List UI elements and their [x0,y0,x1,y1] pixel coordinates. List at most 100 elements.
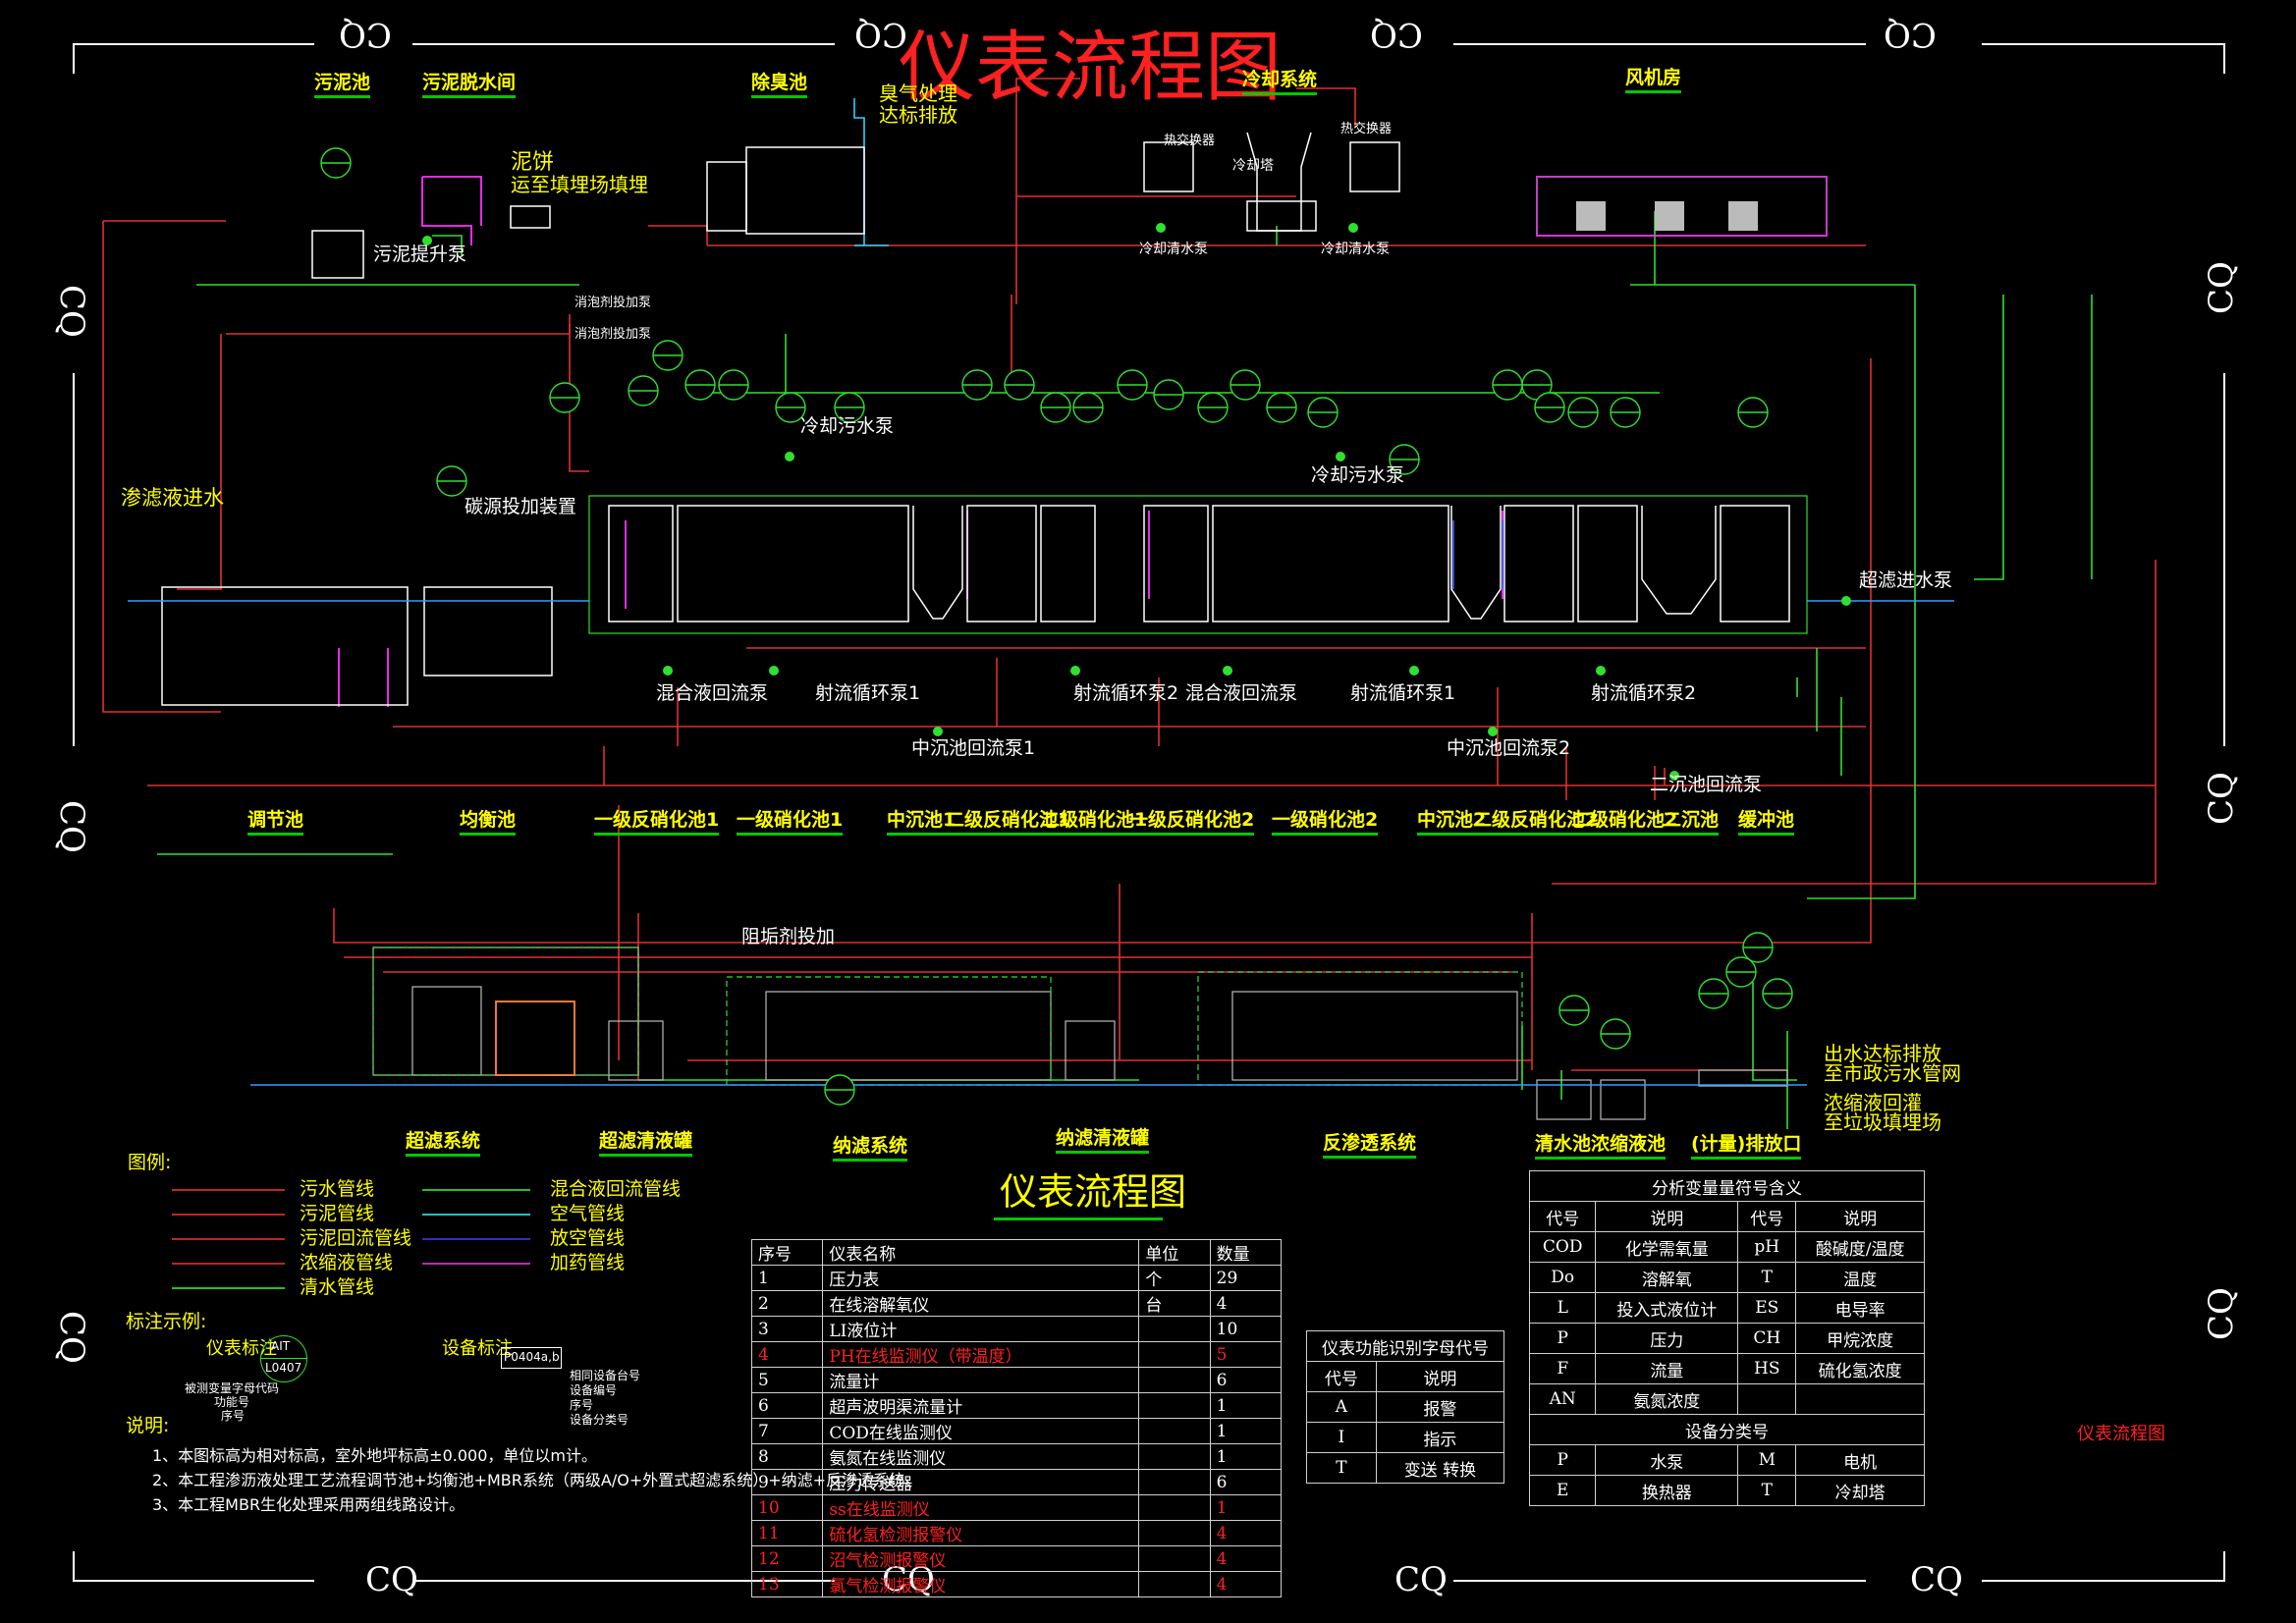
annotation-heat-exch1: 热交换器 [1164,134,1216,148]
variable-cell: 硫化氢浓度 [1795,1353,1925,1384]
inst-cell-unit [1138,1392,1211,1419]
variable-col-code-2: 代号 [1737,1201,1797,1232]
annotation-cool-sewage-pump2: 冷却污水泵 [1311,464,1405,486]
inst-col-qty: 数量 [1209,1239,1283,1266]
main-title: 仪表流程图 [899,24,1283,112]
legend-item-dosing: 加药管线 [550,1252,626,1273]
unit-label-uf-system: 超滤系统 [406,1132,480,1157]
function-col-desc: 说明 [1375,1361,1505,1392]
inst-cell-unit [1138,1494,1211,1521]
unit-label-secondary-settling: 二沉池 [1663,811,1719,836]
legend-note-heading: 标注示例: [126,1311,207,1332]
legend-inst-bubble: AIT L0407 [260,1335,307,1382]
annotation-deodor2: 达标排放 [879,103,957,127]
inst-cell-name: PH在线监测仪（带温度） [822,1341,1140,1368]
inst-cell-qty: 10 [1209,1316,1283,1342]
annotation-cool-tower: 冷却塔 [1232,158,1274,174]
variable-cell: F [1528,1353,1597,1384]
membrane-outline [372,947,1523,1086]
annotation-dosing2: 消泡剂投加泵 [574,327,652,342]
unit-label-denitrification-1: 一级反硝化池1 [594,811,719,836]
variable-cell: 电机 [1795,1444,1925,1476]
function-table-title: 仪表功能识别字母代号 [1306,1330,1504,1362]
cq-mark-left-3: CQ [52,1311,91,1364]
annotation-cool-water-pump1: 冷却清水泵 [1139,242,1208,257]
variable-cell: 氨氮浓度 [1595,1383,1739,1415]
unit-label-mid-settling-1: 中沉池1 [887,811,956,836]
legend-equip-tag: P0404a,b [504,1350,560,1364]
annotation-uf-pump: 超滤进水泵 [1859,569,1953,591]
inst-col-no: 序号 [750,1239,824,1266]
cq-mark-bottom-4: CQ [1910,1560,1963,1599]
variable-cell: ES [1737,1292,1797,1324]
cq-mark-bottom-1: CQ [365,1560,418,1599]
cq-mark-left-2: CQ [52,800,91,853]
legend-item-sewage: 污水管线 [300,1178,375,1200]
corner-label: 仪表流程图 [2077,1424,2165,1444]
inst-cell-no: 6 [750,1392,824,1419]
variable-col-desc-2: 说明 [1795,1201,1925,1232]
annotation-sec-return: 二沉池回流泵 [1650,774,1763,795]
vent-pipelines [1452,520,1503,589]
variable-cell: 换热器 [1595,1475,1739,1506]
inst-cell-qty: 1 [1209,1392,1283,1419]
unit-label-concentrate-tank: 浓缩液池 [1591,1135,1666,1160]
variable-cell: E [1528,1475,1597,1506]
annotation-sludge-pump: 污泥提升泵 [373,243,467,265]
variable-cell: 流量 [1595,1353,1739,1384]
inst-cell-qty: 4 [1209,1290,1283,1317]
annotation-leachate-in: 渗滤液进水 [121,486,224,510]
blower-room [1536,176,1828,236]
annotation-conc-return: 浓缩液回灌 [1824,1091,1922,1114]
legend-item-sludge: 污泥管线 [300,1203,375,1224]
legend-inst-note-3: 序号 [221,1409,246,1423]
annotation-jet-pump1: 射流循环泵1 [815,682,921,704]
label-deodor-tank: 除臭池 [751,74,807,98]
label-sludge-dewatering: 污泥脱水间 [422,74,516,98]
instrument-bubbles [320,147,1793,1106]
variable-cell: 压力 [1595,1323,1739,1354]
inst-cell-name: LI液位计 [822,1316,1140,1342]
equipment-class-title: 设备分类号 [1529,1414,1925,1445]
legend-item-air: 空气管线 [550,1203,626,1224]
unit-label-equalization-tank: 均衡池 [460,811,516,836]
inst-cell-no: 2 [750,1290,824,1317]
annotation-dosing1: 消泡剂投加泵 [574,296,652,310]
function-desc: 指示 [1375,1422,1505,1453]
air-pipelines [853,98,889,246]
inst-table-title-underline [994,1217,1163,1220]
variable-col-code: 代号 [1528,1201,1597,1232]
inst-cell-unit [1138,1316,1211,1342]
legend-inst-note-1: 被测变量字母代码 [185,1381,280,1395]
unit-label-ro-system: 反渗透系统 [1323,1134,1416,1159]
variable-cell: pH [1737,1231,1797,1263]
sludge-tank [161,146,865,706]
unit-label-sec-nitrification-2: 二级硝化池2 [1571,811,1677,836]
cooling-system [1143,132,1400,232]
function-table-title-row: 仪表功能识别字母代号 [1306,1330,1504,1362]
unit-label-nf-system: 纳滤系统 [833,1137,907,1162]
inst-cell-name: 硫化氢检测报警仪 [822,1520,1140,1546]
inst-cell-no: 7 [750,1418,824,1444]
annotation-deodor: 臭气处理 [879,81,957,105]
inst-cell-unit [1138,1545,1211,1572]
annotation-out-discharge2: 至市政污水管网 [1824,1061,1961,1085]
inst-cell-qty: 6 [1209,1469,1283,1495]
cq-mark-bottom-3: CQ [1394,1560,1448,1599]
annotation-sludge-cake: 泥饼 [511,150,555,175]
variable-subtable-title-row: 设备分类号 [1529,1414,1925,1445]
inst-cell-qty: 1 [1209,1418,1283,1444]
inst-cell-name: ss在线监测仪 [822,1494,1140,1521]
inst-cell-unit: 台 [1138,1290,1211,1317]
